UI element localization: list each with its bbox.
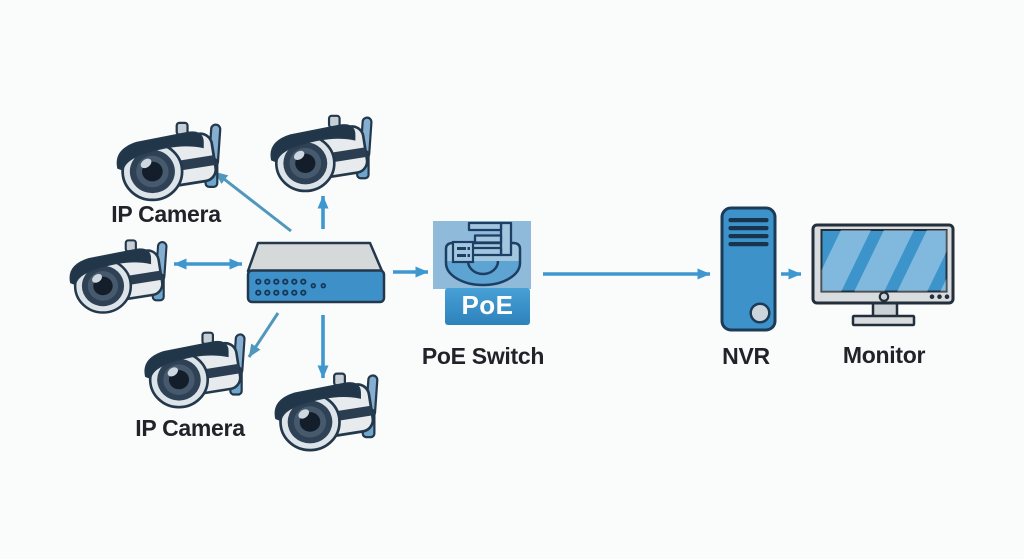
poe-badge-text: PoE (461, 290, 514, 320)
screen-glare-stripes (821, 230, 947, 292)
poe-switch-icon (433, 221, 531, 289)
monitor-screen (820, 229, 948, 293)
label-monitor: Monitor (842, 342, 926, 368)
ip-camera-icon-bottom-center (268, 370, 386, 456)
arrow-switch-to-camera-bottom-left (247, 312, 280, 358)
network-switch-icon (246, 241, 386, 304)
label-nvr: NVR (722, 343, 770, 369)
ip-camera-icon-bottom-left (138, 329, 253, 413)
label-poe-switch: PoE Switch (421, 343, 545, 369)
switch-ports (255, 278, 326, 296)
ip-camera-icon-left (63, 237, 175, 318)
ip-camera-icon-top-center (264, 112, 380, 197)
nvr-power-button (749, 302, 771, 324)
poe-mini-label-box (451, 240, 475, 264)
ip-camera-icon-top-left (110, 119, 229, 206)
monitor-power-button (878, 291, 890, 302)
poe-badge: PoE (445, 288, 530, 325)
label-ip-camera-bottom: IP Camera (135, 415, 245, 441)
nvr-vents (728, 218, 769, 247)
monitor-stand-base (851, 314, 916, 327)
monitor-indicator-dots (929, 294, 950, 299)
ethernet-plug-glyph (467, 221, 513, 257)
monitor-icon (811, 223, 955, 327)
nvr-icon (720, 206, 777, 332)
label-ip-camera-top: IP Camera (111, 201, 221, 227)
